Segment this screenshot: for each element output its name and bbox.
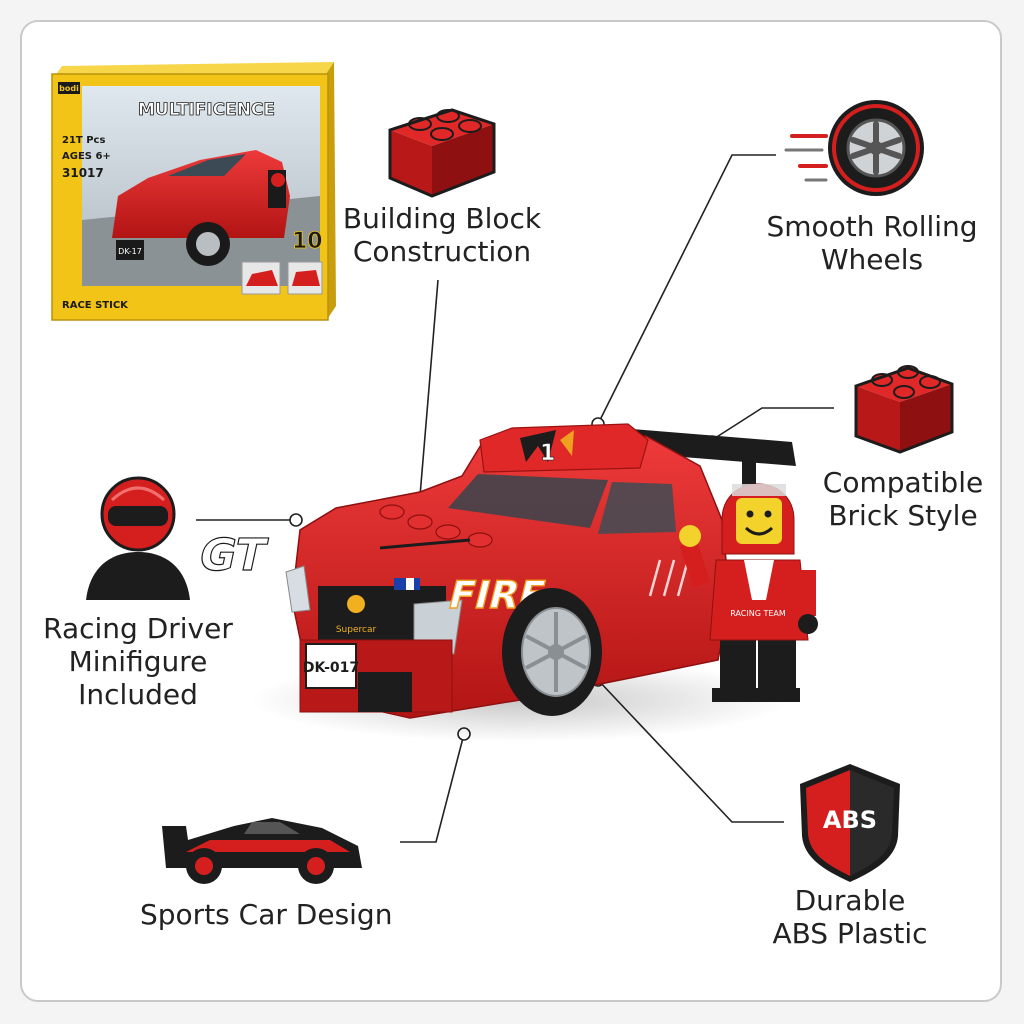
connector-block (419, 279, 439, 497)
driver-minifigure: RACING TEAM (679, 483, 818, 702)
connector-compatible (711, 407, 834, 441)
helmet-driver-icon (86, 476, 190, 600)
box-piece-count: 21T Pcs (62, 135, 105, 146)
car-gt-logo: GT (195, 530, 272, 580)
car-hood-number: 1 (540, 441, 555, 466)
product-box: bodi MULTIFICENCE 21T Pcs AGES 6+ 31017 … (51, 62, 336, 321)
svg-text:DK-17: DK-17 (118, 247, 142, 256)
sports-car-icon (162, 818, 362, 884)
box-brand: bodi (59, 84, 79, 93)
car-grille-text: Supercar (336, 625, 377, 635)
feature-label-block: Building Block Construction (342, 202, 542, 268)
connector-wheels (597, 154, 776, 425)
car-headlight-left (285, 565, 311, 613)
feature-label-driver: Racing Driver Minifigure Included (43, 612, 233, 711)
connector-lines (196, 154, 834, 843)
feature-label-abs: Durable ABS Plastic (772, 884, 928, 950)
box-title: MULTIFICENCE (138, 100, 275, 120)
driver-jacket-text: RACING TEAM (730, 609, 786, 618)
connector-sports (400, 733, 465, 843)
feature-label-sports: Sports Car Design (140, 898, 393, 931)
feature-label-wheels: Smooth Rolling Wheels (766, 210, 978, 276)
car-front-wheel (502, 588, 602, 716)
abs-shield-icon: ABS (800, 764, 900, 882)
car-roof (479, 423, 649, 473)
car-studs (379, 504, 493, 548)
box-badge: 10 (292, 229, 323, 254)
red-brick-icon (388, 108, 496, 198)
box-age: AGES 6+ (62, 151, 111, 162)
car-plate-text: DK-017 (303, 660, 359, 676)
car-side-window (598, 482, 676, 534)
red-brick-icon (854, 365, 954, 454)
car-windshield (448, 474, 608, 528)
feature-label-compatible: Compatible Brick Style (822, 466, 984, 532)
car-license-plate (305, 643, 357, 689)
main-race-car: 1 GT Supercar (194, 423, 796, 742)
box-car-image: DK-17 (112, 150, 290, 266)
abs-badge-text: ABS (823, 806, 877, 834)
box-set-number: 31017 (62, 166, 104, 180)
wheel-icon (784, 100, 924, 196)
box-brand-logo (58, 82, 80, 94)
box-series: RACE STICK (62, 300, 129, 311)
